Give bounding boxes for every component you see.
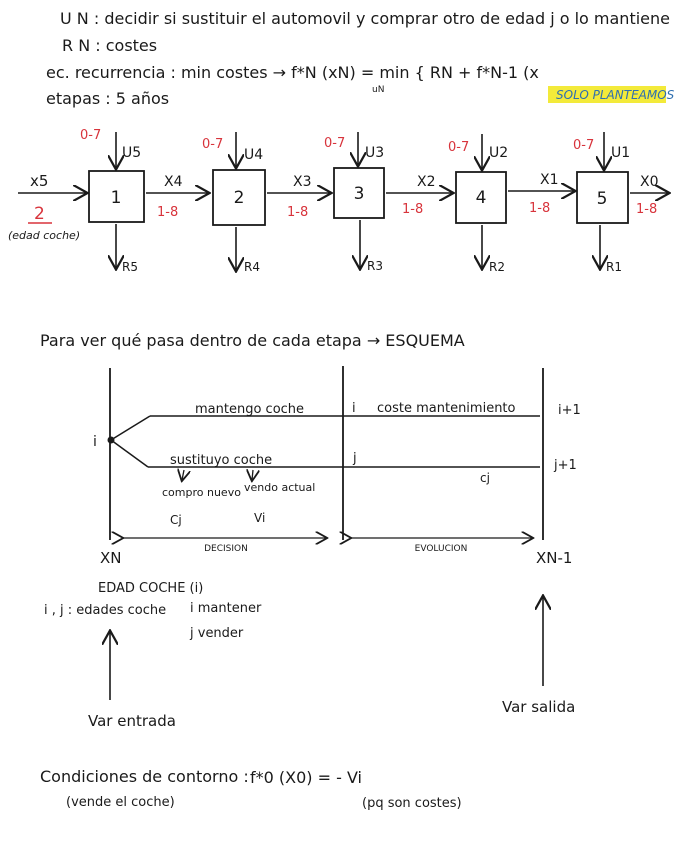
replace-branch (110, 439, 149, 468)
var-in-label: Var entrada (88, 712, 176, 730)
stage-block-1: 1 U5 0-7 R5 X4 1-8 (80, 128, 208, 274)
decision-label: U4 (244, 147, 263, 163)
decision-range: 0-7 (324, 136, 345, 151)
xn1-label: XN-1 (536, 549, 572, 567)
edad-label: EDAD COCHE (i) (98, 581, 203, 596)
buy-label: compro nuevo (162, 486, 241, 499)
header-line-3-sub: uN (372, 85, 384, 95)
stage-label: 3 (354, 184, 365, 204)
out-range: 1-8 (636, 202, 657, 217)
opt-sell: j vender (189, 626, 244, 641)
out-state: X4 (164, 174, 183, 190)
return-label: R5 (122, 260, 138, 274)
var-out-label: Var salida (502, 698, 575, 716)
keep-label: mantengo coche (195, 402, 304, 417)
decision-range: 0-7 (202, 137, 223, 152)
out-state: X0 (640, 174, 659, 190)
stage-block-4: 4 U2 0-7 R2 X1 1-8 (448, 134, 574, 274)
return-label: R3 (367, 259, 383, 273)
decision-label: U1 (611, 145, 630, 161)
solo-planteamos-note: SOLO PLANTEAMOS (556, 88, 675, 102)
decision-range: 0-7 (448, 140, 469, 155)
evolution-label: EVOLUCION (415, 544, 468, 554)
decision-label: U2 (489, 145, 508, 161)
decision-label: U3 (365, 145, 384, 161)
lower-j: j (352, 451, 357, 466)
stage-label: 4 (476, 188, 487, 208)
replace-label: sustituyo coche (170, 453, 272, 468)
out-range: 1-8 (157, 205, 178, 220)
highlight-mark (548, 86, 666, 103)
out-range: 1-8 (287, 205, 308, 220)
upper-cost: coste mantenimiento (377, 401, 516, 416)
decision-range: 0-7 (80, 128, 101, 143)
keep-branch (110, 415, 151, 441)
header-line-1: U N : decidir si sustituir el automovil … (60, 9, 670, 28)
ij-label: i , j : edades coche (44, 603, 166, 618)
right-lower: j+1 (553, 458, 577, 473)
buy-cost: Cj (170, 513, 182, 527)
upper-i: i (352, 401, 356, 416)
decision-range: 0-7 (573, 138, 594, 153)
node-i-label: i (93, 434, 97, 450)
right-upper: i+1 (558, 403, 581, 418)
stage-label: 5 (597, 189, 608, 209)
return-label: R2 (489, 260, 505, 274)
return-label: R4 (244, 260, 260, 274)
header-line-3: ec. recurrencia : min costes → f*N (xN) … (46, 63, 539, 82)
input-state: x5 (30, 172, 48, 190)
out-range: 1-8 (402, 202, 423, 217)
scheme-title: Para ver qué pasa dentro de cada etapa →… (40, 331, 465, 350)
input-value: 2 (34, 204, 45, 224)
out-state: X3 (293, 174, 312, 190)
boundary-note: (pq son costes) (362, 796, 462, 811)
buy-arrow (182, 470, 184, 480)
stage-label: 1 (111, 188, 122, 208)
stage-block-5: 5 U1 0-7 R1 X0 1-8 (573, 132, 668, 274)
boundary-sub: (vende el coche) (66, 795, 175, 810)
stage-label: 2 (234, 188, 245, 208)
input-note: (edad coche) (8, 229, 80, 242)
stage-block-2: 2 U4 0-7 R4 X3 1-8 (202, 132, 330, 274)
out-range: 1-8 (529, 201, 550, 216)
lower-cj: cj (480, 471, 490, 485)
sell-arrow (252, 470, 253, 480)
opt-keep: i mantener (190, 601, 262, 616)
xn-label: XN (100, 549, 122, 567)
return-label: R1 (606, 260, 622, 274)
out-state: X1 (540, 172, 559, 188)
stage-block-3: 3 U3 0-7 R3 X2 1-8 (324, 132, 452, 273)
decision-label: DECISION (204, 544, 248, 554)
sell-value: Vi (254, 511, 265, 525)
header-line-2: R N : costes (62, 36, 157, 55)
boundary-title: Condiciones de contorno : (40, 767, 249, 786)
out-state: X2 (417, 174, 436, 190)
boundary-eq: f*0 (X0) = - Vi (250, 768, 362, 787)
decision-label: U5 (122, 145, 141, 161)
sell-label: vendo actual (244, 481, 315, 494)
header-line-4: etapas : 5 años (46, 89, 169, 108)
